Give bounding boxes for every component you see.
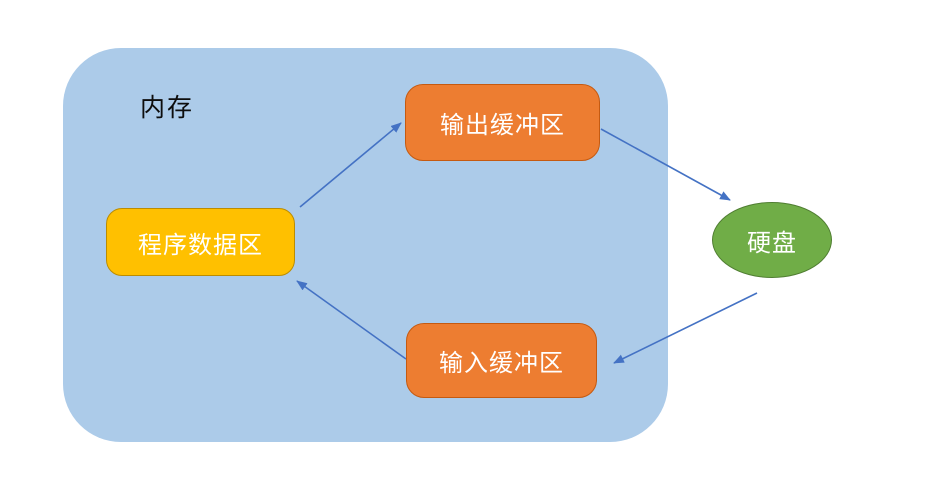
node-program-data-area-label: 程序数据区 bbox=[138, 230, 263, 259]
node-hard-disk-label: 硬盘 bbox=[747, 228, 797, 257]
node-input-buffer: 输入缓冲区 bbox=[406, 323, 597, 398]
memory-container-label: 内存 bbox=[140, 93, 195, 122]
node-output-buffer-label: 输出缓冲区 bbox=[440, 111, 565, 139]
node-program-data-area: 程序数据区 bbox=[106, 208, 295, 276]
node-input-buffer-label: 输入缓冲区 bbox=[439, 349, 564, 377]
node-output-buffer: 输出缓冲区 bbox=[405, 84, 600, 161]
node-hard-disk: 硬盘 bbox=[712, 202, 832, 278]
